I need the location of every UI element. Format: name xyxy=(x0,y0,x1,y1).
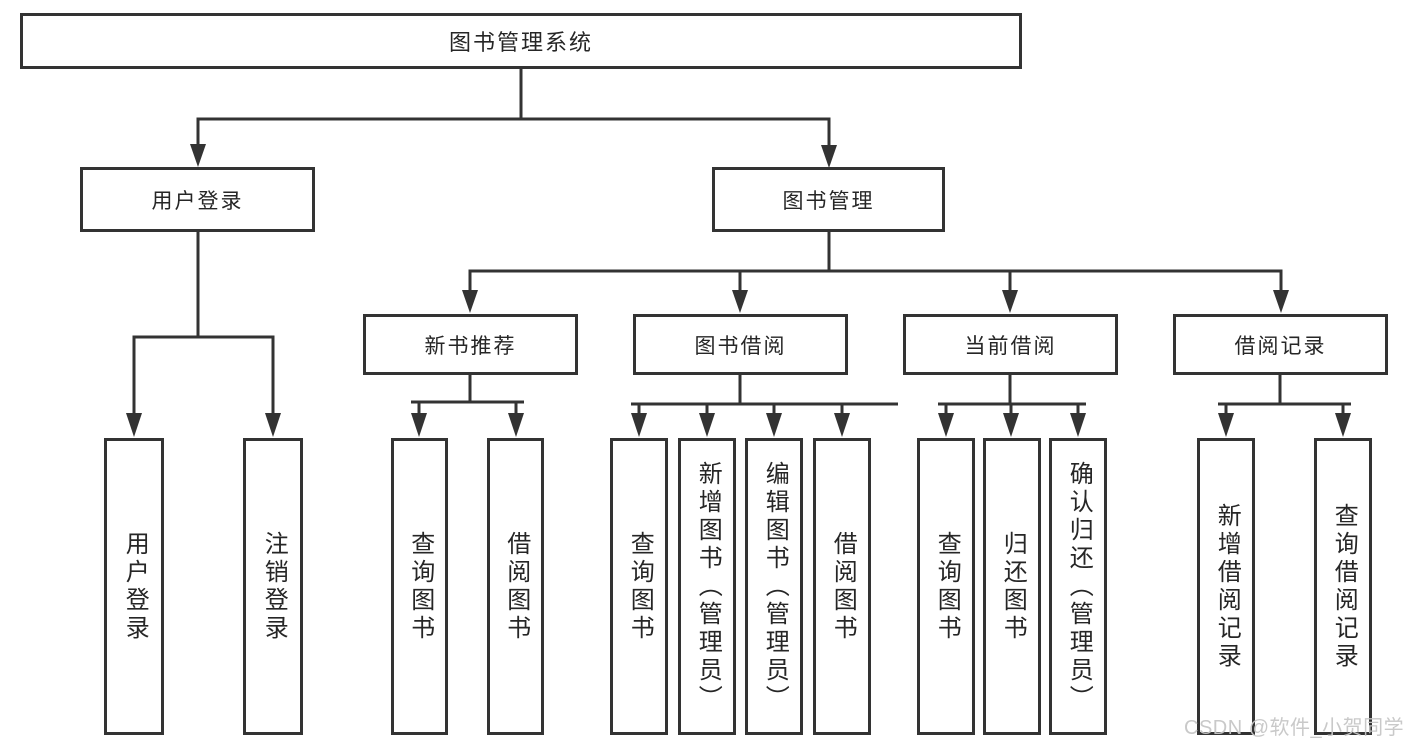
node-new-book-recommend: 新书推荐 xyxy=(363,314,578,375)
node-book-borrow: 图书借阅 xyxy=(633,314,848,375)
leaf-user-login: 用户登录 xyxy=(104,438,164,735)
leaf-edit-book-admin: 编辑图书（管理员） xyxy=(745,438,803,735)
arrowheads-book-management-branch xyxy=(462,290,1289,313)
connector-new-book-recommend-branch xyxy=(411,372,524,414)
connector-borrow-records-branch xyxy=(1218,372,1351,414)
node-borrow-records: 借阅记录 xyxy=(1173,314,1388,375)
leaf-borrow-books: 借阅图书 xyxy=(813,438,871,735)
connector-book-management-branch xyxy=(468,229,1283,291)
connector-current-borrow-branch xyxy=(938,372,1086,414)
node-root: 图书管理系统 xyxy=(20,13,1022,69)
node-book-management: 图书管理 xyxy=(712,167,945,232)
arrowheads-current-borrow-branch xyxy=(938,413,1086,437)
leaf-add-borrow-record: 新增借阅记录 xyxy=(1197,438,1255,735)
node-current-borrow: 当前借阅 xyxy=(903,314,1118,375)
leaf-query-books-current: 查询图书 xyxy=(917,438,975,735)
arrowheads-user-login-branch xyxy=(126,413,281,437)
node-user-login: 用户登录 xyxy=(80,167,315,232)
leaf-query-books-borrow: 查询图书 xyxy=(610,438,668,735)
leaf-query-borrow-record: 查询借阅记录 xyxy=(1314,438,1372,735)
watermark: CSDN @软件_小贺同学 xyxy=(1184,717,1405,739)
connector-user-login-branch xyxy=(132,229,275,414)
connector-root-to-level2 xyxy=(196,66,831,146)
leaf-add-book-admin: 新增图书（管理员） xyxy=(678,438,736,735)
leaf-query-books-recommend: 查询图书 xyxy=(391,438,448,735)
leaf-borrow-books-recommend: 借阅图书 xyxy=(487,438,544,735)
arrowheads-new-book-recommend-branch xyxy=(411,413,524,437)
leaf-logout: 注销登录 xyxy=(243,438,303,735)
arrowheads-borrow-records-branch xyxy=(1218,413,1351,437)
arrowheads-book-borrow-branch xyxy=(631,413,850,437)
connector-book-borrow-branch xyxy=(631,372,898,414)
leaf-return-books: 归还图书 xyxy=(983,438,1041,735)
leaf-confirm-return-admin: 确认归还（管理员） xyxy=(1049,438,1107,735)
arrowheads-root-to-level2 xyxy=(190,144,837,168)
